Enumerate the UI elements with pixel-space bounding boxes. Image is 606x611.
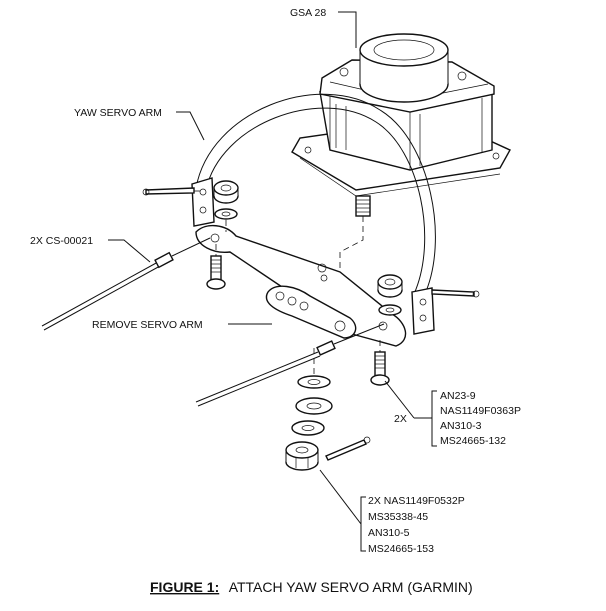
right-bolt <box>370 351 390 386</box>
gsa28-servo <box>291 33 511 217</box>
right-washer <box>378 304 402 316</box>
label-hw-bottom-2: MS35338-45 <box>368 511 428 523</box>
label-remove-servo-arm: REMOVE SERVO ARM <box>92 319 203 331</box>
right-cotter-pin <box>431 289 480 298</box>
label-gsa28: GSA 28 <box>290 7 326 19</box>
removed-servo-arm <box>265 285 357 339</box>
label-hw-right-1: AN23-9 <box>440 390 476 402</box>
label-hw-right-2: NAS1149F0363P <box>440 405 521 417</box>
label-hw-bottom-1: 2X NAS1149F0532P <box>368 495 465 507</box>
mounting-plate <box>195 225 407 347</box>
left-bolt <box>206 255 226 290</box>
label-hw-right-qty: 2X <box>394 413 407 425</box>
bottom-castle-nut <box>285 441 319 471</box>
left-cotter-pin <box>142 187 195 196</box>
label-hw-bottom-3: AN310-5 <box>368 527 410 539</box>
leader-lines <box>108 11 437 552</box>
control-cables <box>41 237 385 407</box>
label-cable: 2X CS-00021 <box>30 235 93 247</box>
figure-caption: FIGURE 1: ATTACH YAW SERVO ARM (GARMIN) <box>150 579 473 596</box>
yaw-servo-arm <box>191 93 436 335</box>
left-castle-nut <box>213 180 239 204</box>
left-washer <box>214 208 238 220</box>
caption-prefix: FIGURE 1: <box>150 579 219 595</box>
label-hw-right-3: AN310-3 <box>440 420 482 432</box>
washer-stack <box>291 375 333 436</box>
right-castle-nut <box>377 274 403 298</box>
label-hw-bottom-4: MS24665-153 <box>368 543 434 555</box>
caption-text: ATTACH YAW SERVO ARM (GARMIN) <box>229 579 473 595</box>
label-yaw-servo-arm: YAW SERVO ARM <box>74 107 162 119</box>
bottom-cotter-pin <box>325 436 371 461</box>
label-hw-right-4: MS24665-132 <box>440 435 506 447</box>
